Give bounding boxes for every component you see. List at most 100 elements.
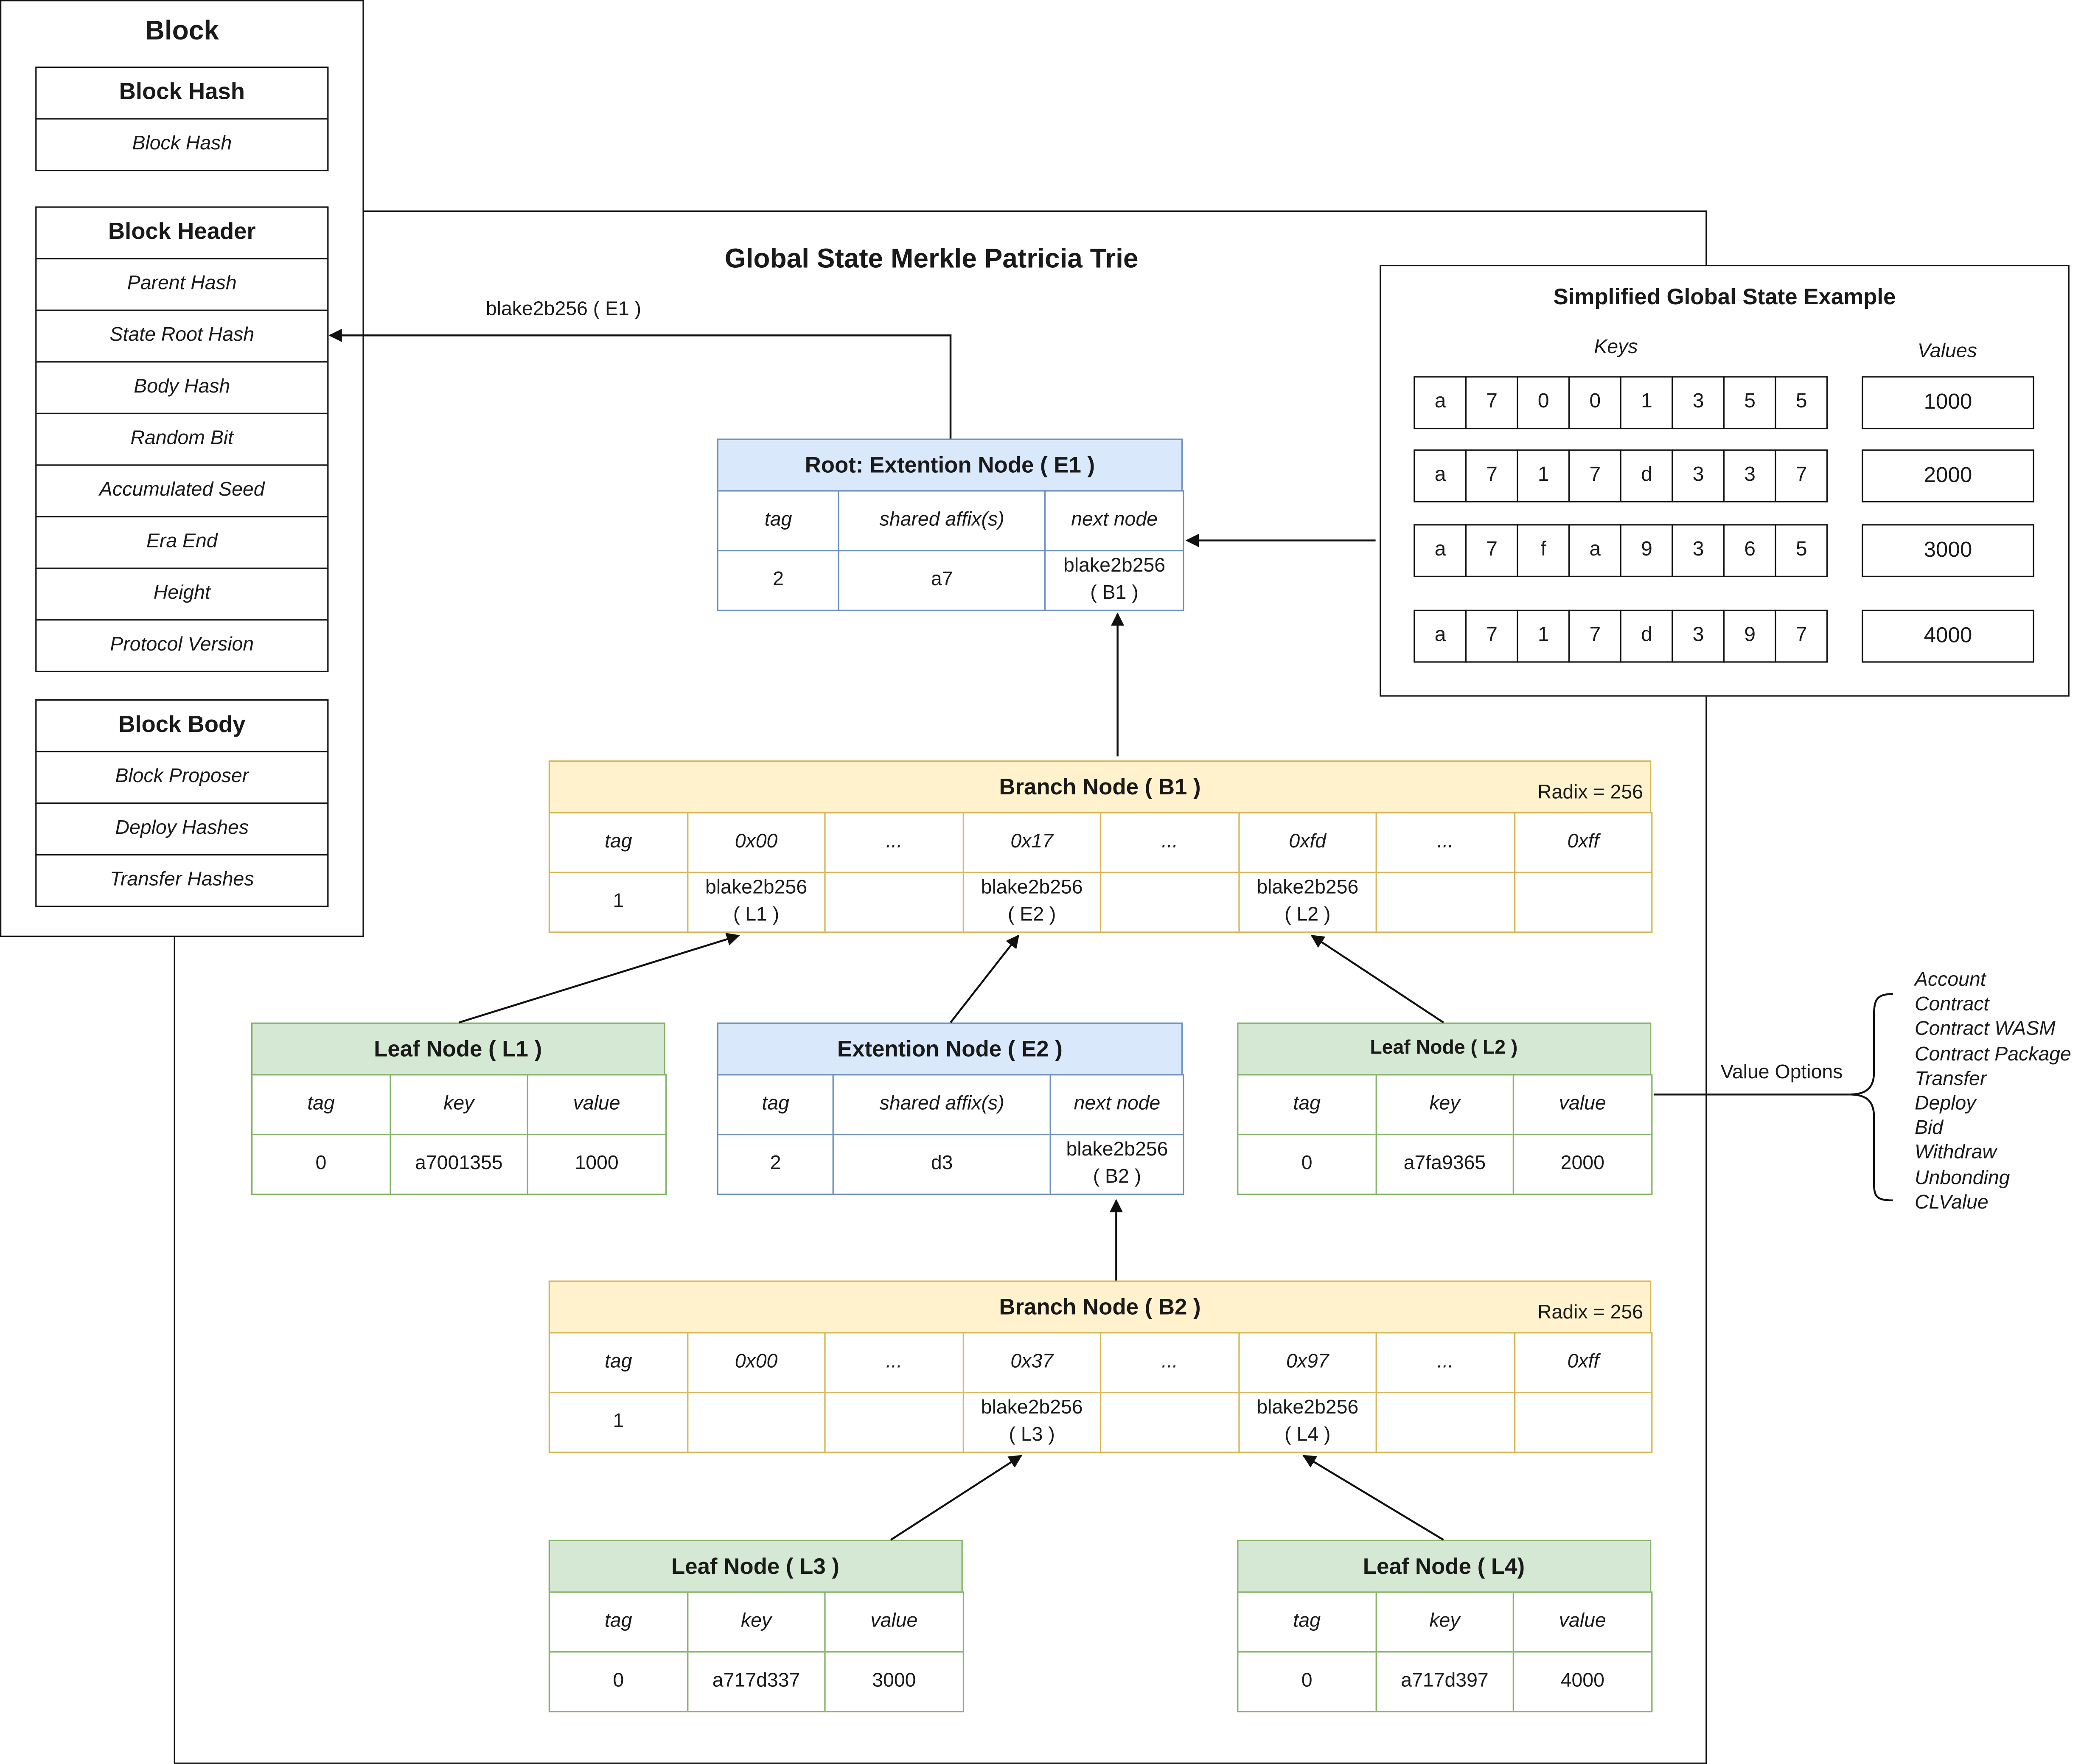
leaf-node-l2-value-cell: 2000 (1512, 1134, 1652, 1195)
key-char-cell: a (1414, 376, 1467, 429)
key-char-cell: a (1414, 449, 1467, 502)
values-label: Values (1917, 341, 1977, 363)
header-section-title: Block Header (35, 206, 329, 260)
key-char-cell: 3 (1672, 376, 1725, 429)
key-char-cell: 1 (1620, 376, 1674, 429)
block-field: Random Bit (35, 412, 329, 466)
key-char-cell: 3 (1723, 449, 1777, 502)
branch-node-b1-radix: Radix = 256 (1537, 782, 1643, 805)
branch-node-b2-header-cell: 0x00 (686, 1332, 826, 1394)
key-char-cell: 7 (1465, 376, 1519, 429)
branch-node-b1-value-cell (1513, 872, 1653, 933)
block-field: Block Proposer (35, 750, 329, 804)
leaf-node-l3-header-cell: tag (548, 1591, 688, 1653)
branch-node-b2-value-cell: 1 (548, 1392, 688, 1453)
leaf-node-l3-value-cell: 0 (548, 1651, 688, 1713)
value-option-item: Bid (1915, 1118, 1944, 1140)
extension-node-e2-value-cell: d3 (832, 1134, 1052, 1195)
extension-node-e2-value-cell: blake2b256 ( B2 ) (1049, 1134, 1185, 1195)
leaf-node-l3-header-cell: value (824, 1591, 964, 1653)
root-node-title: Root: Extention Node ( E1 ) (717, 438, 1183, 492)
leaf-node-l2-header-cell: value (1512, 1074, 1652, 1136)
value-cell: 3000 (1862, 524, 2034, 577)
leaf-node-l4-value-cell: a717d397 (1375, 1651, 1515, 1713)
key-char-cell: 0 (1568, 376, 1622, 429)
value-option-item: Account (1915, 969, 1986, 991)
block-field: Block Hash (35, 118, 329, 171)
key-char-cell: 6 (1723, 524, 1777, 577)
value-option-item: Unbonding (1915, 1167, 2010, 1189)
root-node-header-cell: next node (1044, 490, 1185, 552)
body-section-title: Block Body (35, 699, 329, 752)
value-option-item: Transfer (1915, 1068, 1987, 1090)
branch-node-b2-header-cell: 0x97 (1237, 1332, 1377, 1394)
key-char-cell: 7 (1775, 449, 1829, 502)
l3-to-b2-arrow (890, 1455, 1023, 1541)
branch-node-b1-value-cell (824, 872, 964, 933)
root-node-header-cell: shared affix(s) (838, 490, 1046, 552)
leaf-node-l1-value-cell: 1000 (527, 1134, 667, 1195)
block-field: Transfer Hashes (35, 853, 329, 907)
block-title: Block (145, 15, 219, 46)
branch-node-b1-value-cell: blake2b256 ( L2 ) (1237, 872, 1377, 933)
key-char-cell: d (1620, 449, 1674, 502)
root-node-value-cell: blake2b256 ( B1 ) (1044, 550, 1185, 611)
key-char-cell: a (1414, 609, 1467, 663)
key-char-cell: 5 (1775, 376, 1829, 429)
value-option-item: Contract Package (1915, 1043, 2071, 1066)
key-char-cell: 9 (1620, 524, 1674, 577)
leaf-node-l1-value-cell: a7001355 (389, 1134, 529, 1195)
l2-to-b1-arrow (1310, 934, 1444, 1024)
branch-node-b2-value-cell: blake2b256 ( L4 ) (1237, 1392, 1377, 1453)
leaf-node-l3-value-cell: 3000 (824, 1651, 964, 1713)
branch-node-b1-header-cell: ... (1100, 812, 1240, 874)
block-field: Era End (35, 515, 329, 569)
value-option-item: Withdraw (1915, 1142, 1997, 1164)
branch-node-b1-header-cell: tag (548, 812, 688, 874)
block-field: Protocol Version (35, 618, 329, 672)
root-to-state-root-arrow (328, 328, 952, 439)
hash-section-title: Block Hash (35, 66, 329, 120)
example-title: Simplified Global State Example (1553, 285, 1896, 310)
root-node-value-cell: 2 (717, 550, 840, 611)
key-char-cell: d (1620, 609, 1674, 663)
key-char-cell: 1 (1517, 609, 1571, 663)
value-cell: 1000 (1862, 376, 2034, 429)
key-char-cell: 7 (1465, 449, 1519, 502)
value-option-item: Contract WASM (1915, 1019, 2056, 1041)
value-option-item: CLValue (1915, 1192, 1989, 1214)
branch-node-b1-value-cell: blake2b256 ( E2 ) (962, 872, 1102, 933)
leaf-node-l2-title: Leaf Node ( L2 ) (1237, 1022, 1651, 1076)
leaf-node-l4-header-cell: key (1375, 1591, 1515, 1653)
leaf-node-l1-header-cell: key (389, 1074, 529, 1136)
key-char-cell: 0 (1517, 376, 1571, 429)
branch-node-b2-value-cell (686, 1392, 826, 1453)
keys-label: Keys (1594, 337, 1638, 359)
e2-to-b1-arrow (950, 934, 1019, 1023)
leaf-node-l4-header-cell: value (1512, 1591, 1652, 1653)
branch-node-b1-header-cell: 0x00 (686, 812, 826, 874)
key-char-cell: a (1568, 524, 1622, 577)
leaf-node-l2-value-cell: 0 (1237, 1134, 1377, 1195)
leaf-node-l1-header-cell: tag (251, 1074, 391, 1136)
key-char-cell: 7 (1465, 609, 1519, 663)
leaf-node-l3-value-cell: a717d337 (686, 1651, 826, 1713)
leaf-node-l2-value-cell: a7fa9365 (1375, 1134, 1515, 1195)
key-char-cell: 7 (1775, 609, 1829, 663)
branch-node-b1-value-cell: 1 (548, 872, 688, 933)
branch-node-b2-header-cell: 0x37 (962, 1332, 1102, 1394)
root-hash-edge-label: blake2b256 ( E1 ) (485, 299, 642, 321)
root-node-value-cell: a7 (838, 550, 1046, 611)
value-options-label: Value Options (1720, 1062, 1843, 1084)
value-option-item: Contract (1915, 994, 1989, 1016)
leaf-node-l4-title: Leaf Node ( L4) (1237, 1540, 1651, 1593)
branch-node-b2-value-cell (1100, 1392, 1240, 1453)
key-char-cell: 7 (1465, 524, 1519, 577)
branch-node-b1-value-cell: blake2b256 ( L1 ) (686, 872, 826, 933)
key-char-cell: f (1517, 524, 1571, 577)
branch-node-b2-header-cell: ... (824, 1332, 964, 1394)
branch-node-b1-header-cell: ... (824, 812, 964, 874)
extension-node-e2-header-cell: tag (717, 1074, 834, 1136)
